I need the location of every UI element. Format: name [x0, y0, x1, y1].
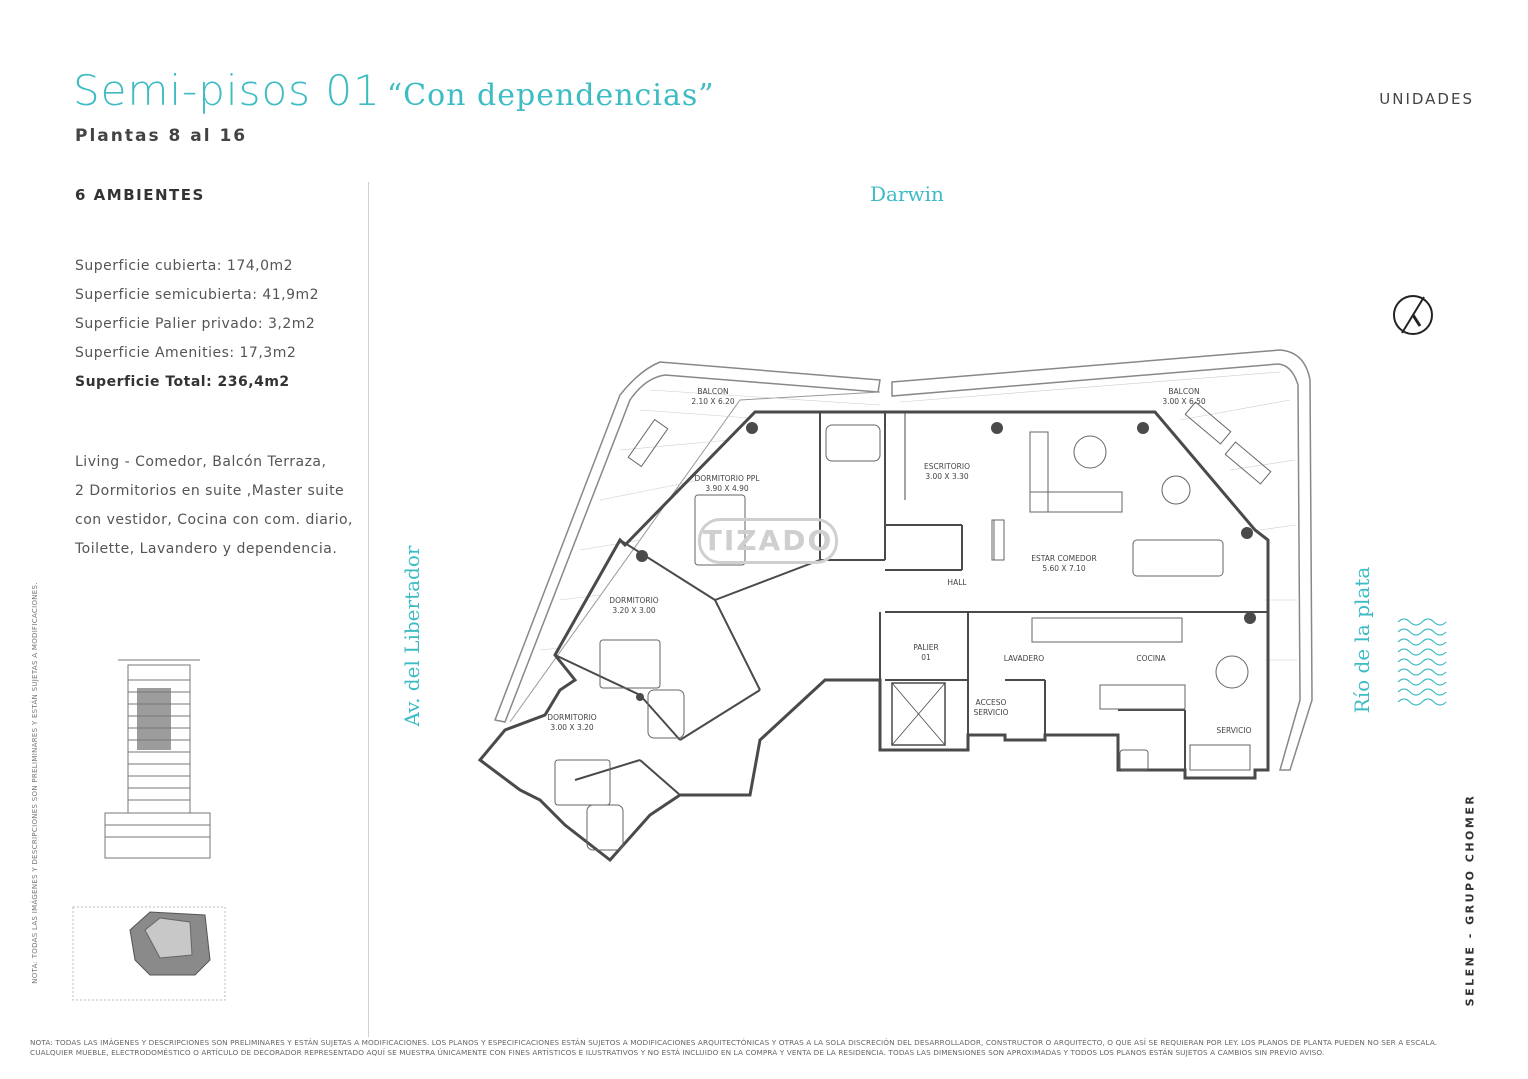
room-name-2: SERVICIO: [973, 708, 1009, 717]
page-title: Semi-pisos 01“Con dependencias”: [73, 66, 715, 115]
floor-plan: [477, 349, 1313, 863]
compass-icon: [1393, 295, 1433, 335]
floors-label: Plantas 8 al 16: [75, 126, 248, 146]
description-line: 2 Dormitorios en suite ,Master suite: [75, 483, 345, 499]
brand-label: SELENE - GRUPO CHOMER: [1463, 793, 1477, 1007]
room-name: ACCESO: [975, 698, 1007, 707]
section-label: UNIDADES: [1379, 90, 1474, 108]
description-line: Toilette, Lavandero y dependencia.: [75, 541, 338, 557]
room-name: ESCRITORIO: [924, 462, 970, 471]
footer-line: NOTA: TODAS LAS IMÁGENES Y DESCRIPCIONES…: [30, 1038, 1438, 1047]
room-name: DORMITORIO: [547, 713, 597, 722]
room-name: DORMITORIO: [609, 596, 659, 605]
street-darwin: Darwin: [870, 182, 944, 206]
room-size: 01: [921, 653, 931, 662]
watermark-logo: TIZADO: [698, 518, 838, 564]
room-size: 3.00 X 3.30: [925, 472, 969, 481]
rooms-count: 6 AMBIENTES: [75, 186, 205, 204]
room-cocina: COCINA: [1136, 654, 1166, 663]
room-lavadero: LAVADERO: [1003, 654, 1045, 663]
vertical-divider: [368, 182, 369, 1037]
description-line: Living - Comedor, Balcón Terraza,: [75, 454, 327, 470]
room-servicio: SERVICIO: [1216, 726, 1252, 735]
room-size: 3.00 X 3.20: [550, 723, 594, 732]
room-name: BALCON: [697, 387, 729, 396]
spec-item: Superficie Palier privado: 3,2m2: [75, 316, 316, 332]
specs-list: Superficie cubierta: 174,0m2 Superficie …: [75, 252, 319, 397]
description-line: con vestidor, Cocina con com. diario,: [75, 512, 353, 528]
spec-item: Superficie Amenities: 17,3m2: [75, 345, 297, 361]
room-name: DORMITORIO PPL: [694, 474, 760, 483]
room-size: 3.20 X 3.00: [612, 606, 656, 615]
room-name: ESTAR COMEDOR: [1031, 554, 1097, 563]
footer-disclaimer: NOTA: TODAS LAS IMÁGENES Y DESCRIPCIONES…: [30, 1038, 1500, 1058]
street-libertador: Av. del Libertador: [400, 545, 424, 727]
title-subtitle: “Con dependencias”: [386, 78, 715, 113]
title-main: Semi-pisos 01: [73, 66, 381, 115]
room-name: BALCON: [1168, 387, 1200, 396]
unit-description: Living - Comedor, Balcón Terraza, 2 Dorm…: [75, 448, 365, 564]
room-name: PALIER: [913, 643, 939, 652]
spec-total: Superficie Total: 236,4m2: [75, 374, 290, 390]
spec-item: Superficie semicubierta: 41,9m2: [75, 287, 320, 303]
spec-item: Superficie cubierta: 174,0m2: [75, 258, 294, 274]
room-hall: HALL: [947, 578, 967, 587]
street-rio-de-la-plata: Río de la plata: [1350, 566, 1374, 714]
water-waves-icon: [1397, 618, 1447, 706]
room-size: 3.90 X 4.90: [705, 484, 749, 493]
room-size: 5.60 X 7.10: [1042, 564, 1086, 573]
building-elevation-icon: [104, 659, 211, 859]
site-plan-icon: [72, 906, 226, 1001]
footer-line: CUALQUIER MUEBLE, ELECTRODOMÉSTICO O ART…: [30, 1048, 1325, 1057]
vertical-note: NOTA: TODAS LAS IMÁGENES Y DESCRIPCIONES…: [31, 582, 39, 984]
room-size: 3.00 X 6.50: [1162, 397, 1206, 406]
room-size: 2.10 X 6.20: [691, 397, 735, 406]
